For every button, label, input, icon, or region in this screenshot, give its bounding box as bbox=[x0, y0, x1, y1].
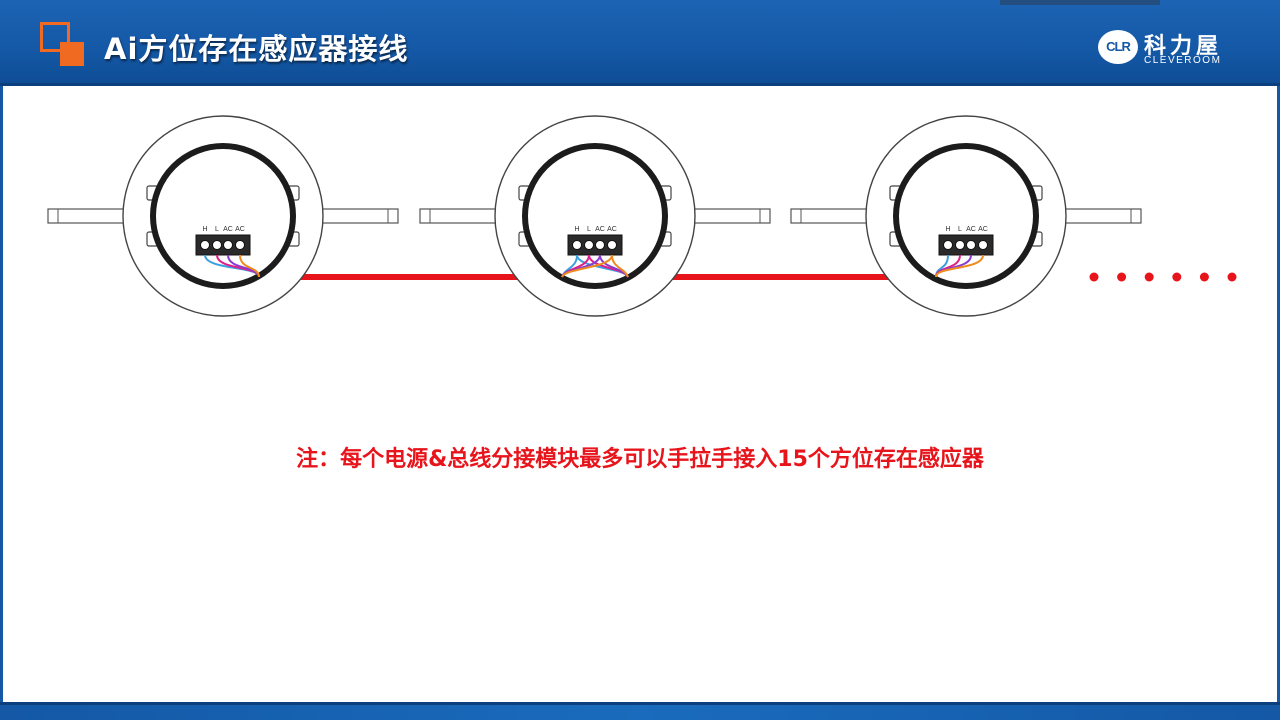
terminal-label: AC bbox=[595, 226, 605, 233]
terminal-label: H bbox=[945, 226, 950, 233]
wire bbox=[935, 254, 984, 278]
wire bbox=[239, 254, 260, 278]
terminal-screw bbox=[966, 240, 976, 250]
terminal-label: AC bbox=[966, 226, 976, 233]
continuation-dot bbox=[1144, 272, 1154, 282]
terminal-screw bbox=[978, 240, 988, 250]
footer-bar bbox=[0, 705, 1280, 720]
continuation-dot bbox=[1089, 272, 1099, 282]
brand-name-cn: 科力屋 bbox=[1144, 34, 1223, 59]
terminal-screw bbox=[595, 240, 605, 250]
brand-badge-icon: CLR bbox=[1098, 30, 1138, 64]
terminal-label: AC bbox=[223, 226, 233, 233]
footer-line bbox=[0, 702, 1280, 705]
terminal-screw bbox=[212, 240, 222, 250]
header-underline bbox=[0, 83, 1280, 86]
terminal-screw bbox=[200, 240, 210, 250]
sensor-body bbox=[893, 143, 1039, 289]
sensor-body bbox=[150, 143, 296, 289]
brand-logo: CLR 科力屋 CLEVEROOM bbox=[1098, 28, 1258, 72]
terminal-label: AC bbox=[235, 226, 245, 233]
terminal-screw bbox=[607, 240, 617, 250]
continuation-dot bbox=[1117, 272, 1127, 282]
page-title: Ai方位存在感应器接线 bbox=[104, 32, 409, 66]
terminal-label: L bbox=[587, 226, 591, 233]
continuation-dot bbox=[1199, 272, 1209, 282]
orange-square-logo-icon bbox=[40, 22, 86, 66]
terminal-screw bbox=[572, 240, 582, 250]
terminal-label: L bbox=[215, 226, 219, 233]
terminal-screw bbox=[955, 240, 965, 250]
right-border bbox=[1277, 86, 1280, 702]
header-bar bbox=[0, 0, 1280, 83]
brand-name-en: CLEVEROOM bbox=[1144, 55, 1222, 66]
left-border bbox=[0, 86, 3, 702]
terminal-label: H bbox=[202, 226, 207, 233]
terminal-screw bbox=[223, 240, 233, 250]
sensor-body bbox=[522, 143, 668, 289]
header-tab-decoration bbox=[1000, 0, 1160, 5]
continuation-dot bbox=[1172, 272, 1182, 282]
terminal-label: L bbox=[958, 226, 962, 233]
wire-right bbox=[611, 254, 629, 278]
terminal-label: AC bbox=[978, 226, 988, 233]
terminal-label: H bbox=[574, 226, 579, 233]
terminal-screw bbox=[235, 240, 245, 250]
terminal-screw bbox=[584, 240, 594, 250]
wire-left bbox=[561, 254, 613, 278]
wiring-note: 注：每个电源&总线分接模块最多可以手拉手接入15个方位存在感应器 bbox=[296, 447, 984, 472]
terminal-screw bbox=[943, 240, 953, 250]
terminal-label: AC bbox=[607, 226, 617, 233]
continuation-dot bbox=[1227, 272, 1237, 282]
